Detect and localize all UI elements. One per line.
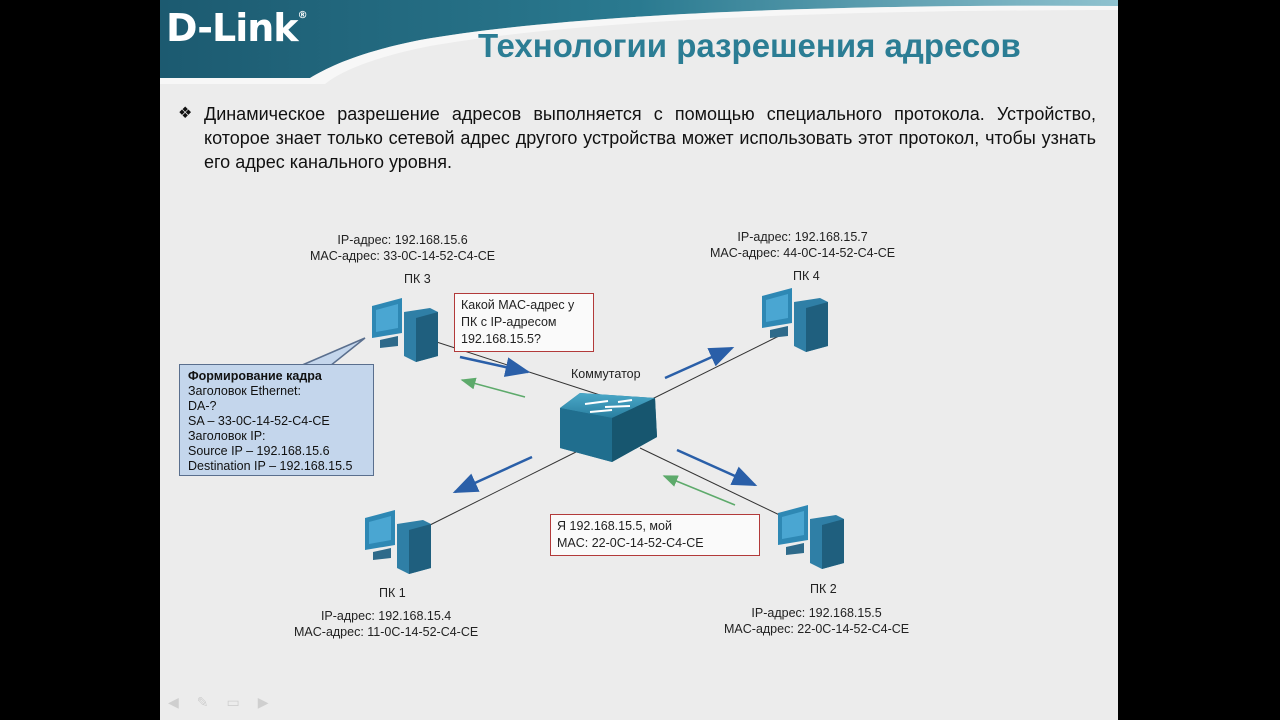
pc1-name: ПК 1 (379, 586, 406, 600)
slideshow-controls[interactable]: ◀✎▭▶ (168, 694, 287, 711)
frame-line-4: Заголовок IP: (188, 429, 365, 444)
pc3-address-label: IP-адрес: 192.168.15.6 MAC-адрес: 33-0C-… (310, 232, 495, 264)
frame-title: Формирование кадра (188, 369, 365, 384)
pc1-ip: IP-адрес: 192.168.15.4 (294, 608, 478, 624)
menu-icon[interactable]: ▭ (227, 694, 258, 710)
request-arrow-pc4 (665, 348, 732, 378)
reply-line-1: Я 192.168.15.5, мой (557, 518, 753, 535)
reply-arrow-pc3 (462, 380, 525, 397)
pc3-ip: IP-адрес: 192.168.15.6 (310, 232, 495, 248)
pc1-mac: MAC-адрес: 11-0C-14-52-C4-CE (294, 624, 478, 640)
slide: D-Link® Технологии разрешения адресов ❖ … (160, 0, 1118, 720)
frame-line-6: Destination IP – 192.168.15.5 (188, 459, 365, 474)
link-pc2 (640, 448, 790, 520)
pen-icon[interactable]: ✎ (197, 694, 227, 710)
request-line-3: 192.168.15.5? (461, 331, 587, 348)
prev-slide-icon[interactable]: ◀ (168, 694, 197, 710)
arp-request-box: Какой MAC-адрес у ПК с IP-адресом 192.16… (454, 293, 594, 352)
pc1-address-label: IP-адрес: 192.168.15.4 MAC-адрес: 11-0C-… (294, 608, 478, 640)
pc4-address-label: IP-адрес: 192.168.15.7 MAC-адрес: 44-0C-… (710, 229, 895, 261)
reply-arrow-pc2 (664, 476, 735, 505)
arp-reply-box: Я 192.168.15.5, мой MAC: 22-0C-14-52-C4-… (550, 514, 760, 556)
frame-line-2: DA-? (188, 399, 365, 414)
request-arrow-pc2 (677, 450, 755, 485)
switch-label: Коммутатор (571, 367, 641, 381)
pc4-ip: IP-адрес: 192.168.15.7 (710, 229, 895, 245)
reply-line-2: MAC: 22-0C-14-52-C4-CE (557, 535, 753, 552)
pc2-mac: MAC-адрес: 22-0C-14-52-C4-CE (724, 621, 909, 637)
pc4-name: ПК 4 (793, 269, 820, 283)
frame-callout-pointer (300, 338, 365, 366)
pc2-ip: IP-адрес: 192.168.15.5 (724, 605, 909, 621)
request-line-2: ПК с IP-адресом (461, 314, 587, 331)
switch-icon (560, 393, 657, 462)
next-slide-icon[interactable]: ▶ (258, 694, 287, 710)
pc4-mac: MAC-адрес: 44-0C-14-52-C4-CE (710, 245, 895, 261)
pc3-name: ПК 3 (404, 272, 431, 286)
pc1-icon (365, 510, 431, 574)
pc2-address-label: IP-адрес: 192.168.15.5 MAC-адрес: 22-0C-… (724, 605, 909, 637)
request-arrow-pc3 (460, 357, 528, 372)
frame-formation-callout: Формирование кадра Заголовок Ethernet: D… (179, 364, 374, 476)
pc4-icon (762, 288, 828, 352)
frame-line-3: SA – 33-0C-14-52-C4-CE (188, 414, 365, 429)
request-line-1: Какой MAC-адрес у (461, 297, 587, 314)
pc3-mac: MAC-адрес: 33-0C-14-52-C4-CE (310, 248, 495, 264)
frame-line-5: Source IP – 192.168.15.6 (188, 444, 365, 459)
pc2-name: ПК 2 (810, 582, 837, 596)
frame-line-1: Заголовок Ethernet: (188, 384, 365, 399)
pc2-icon (778, 505, 844, 569)
pc3-icon (372, 298, 438, 362)
link-pc4 (640, 333, 785, 405)
request-arrow-pc1 (455, 457, 532, 492)
